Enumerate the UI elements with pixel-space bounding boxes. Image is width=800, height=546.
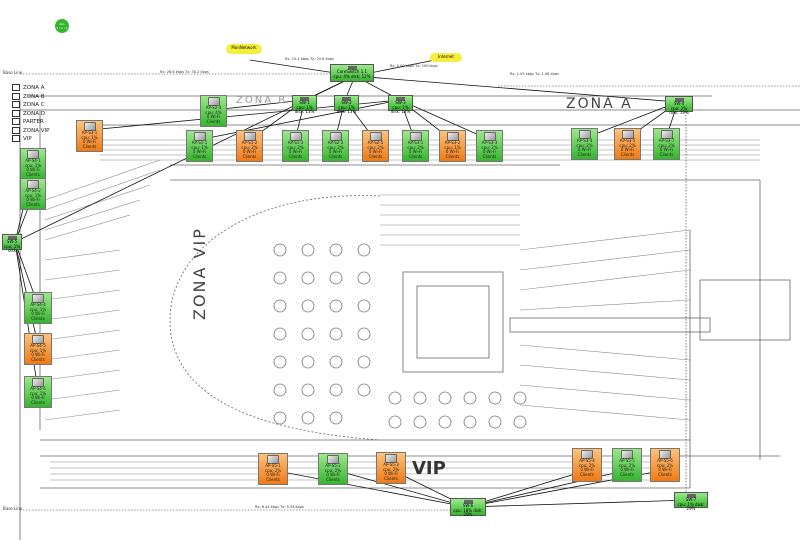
switch-icon [396, 97, 405, 101]
access-point-icon [27, 180, 39, 189]
monitor-network-label: MonNetwork [231, 45, 257, 50]
access-point-icon [409, 132, 422, 141]
switch-icon [342, 97, 351, 101]
access-point-icon [289, 132, 302, 141]
access-point-icon [32, 335, 44, 344]
access-point-icon [621, 450, 633, 459]
switch-icon [674, 98, 684, 102]
access-point-icon [32, 378, 44, 387]
internet-label: Internet [438, 54, 454, 59]
zona-a-label: ZONA A [566, 96, 633, 112]
status-value: 1 / 1 / 1 [56, 26, 68, 30]
base-lines [20, 73, 800, 511]
legend-item: VIP [12, 135, 49, 144]
monitor-network-cloud[interactable]: MonNetwork [226, 44, 262, 54]
legend-item: ZONA C [12, 101, 49, 110]
access-point-icon [369, 132, 382, 141]
link-label-bottom: Rx: 6.44 kbps Tx: 5.54 kbps [255, 505, 304, 509]
access-point-icon [193, 132, 206, 141]
switch-icon [463, 500, 473, 504]
core-switch-name: CoreSwitch 1.1 [336, 69, 368, 74]
legend-item: ZONA D [12, 109, 49, 119]
access-point-icon [32, 294, 44, 303]
link-label-base-left: Rx: 26.6 kbps Tx: 30.2 kbps [160, 70, 209, 74]
access-point-icon [243, 132, 256, 141]
switch-icon [686, 494, 696, 498]
vip-tables [273, 243, 527, 429]
core-switch[interactable]: CoreSwitch 1.1 cpu: 4% disk: 12% [330, 64, 374, 82]
base-line-label-bottom: Base Line [3, 506, 23, 511]
link-label-monitor: Rx: 10.4 kbps Tx: 20.6 kbps [285, 57, 334, 61]
zona-vip-label: ZONA VIP [190, 227, 209, 320]
legend-item: PARTER [12, 118, 49, 127]
core-switch-stats: cpu: 4% disk: 12% [333, 73, 371, 79]
zona-b-label: ZONA B [236, 95, 288, 106]
access-point-icon [27, 150, 39, 159]
seat-rows [44, 139, 760, 481]
access-point-icon [621, 130, 634, 139]
legend-item: ZONA VIP [12, 126, 49, 136]
legend-item: ZONA B [12, 92, 49, 102]
link-label-right: Rx: 1.05 kbps Tx: 1.08 kbps [510, 72, 559, 76]
base-line-label-top: Base Line [3, 70, 23, 75]
status-indicator[interactable]: ALL 1 / 1 / 1 [55, 19, 69, 33]
zone-legend: ZONA A ZONA B ZONA C ZONA D PARTER ZONA … [12, 84, 49, 144]
access-point-icon [483, 132, 496, 141]
access-point-icon [207, 97, 220, 106]
internet-cloud[interactable]: Internet [430, 53, 462, 62]
access-point-icon [327, 455, 339, 464]
access-point-icon [267, 455, 279, 464]
venue-outline [19, 95, 800, 540]
vip-label: VIP [412, 458, 446, 479]
switch-icon [7, 236, 17, 240]
legend-item: ZONA A [12, 84, 49, 93]
access-point-icon [659, 450, 671, 459]
link-label-internet: Rx: 0.00 kbps Tx: 200 kbps [390, 64, 438, 68]
access-point-icon [83, 122, 96, 131]
access-point-icon [578, 130, 591, 139]
access-point-icon [581, 450, 593, 459]
switch-icon [300, 97, 309, 101]
switch-icon [347, 66, 357, 70]
status-label: ALL [59, 22, 65, 26]
access-point-icon [385, 454, 397, 463]
access-point-icon [446, 132, 459, 141]
access-point-icon [660, 130, 673, 139]
access-point-icon [329, 132, 342, 141]
